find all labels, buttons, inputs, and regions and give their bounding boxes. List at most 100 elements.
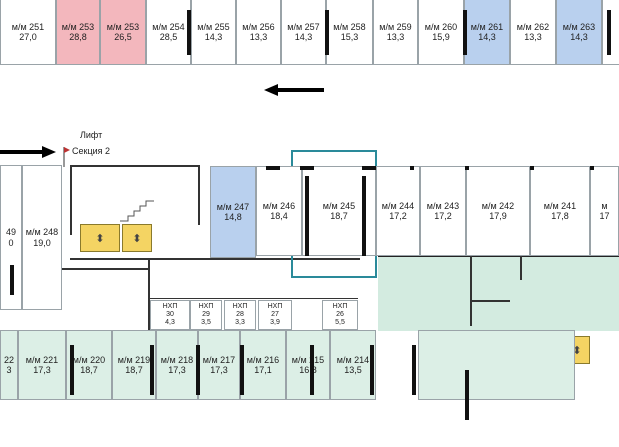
space-area: 14,3	[478, 32, 496, 42]
column	[196, 345, 200, 395]
space-label: м/м 245	[322, 200, 356, 211]
space-area: 27,0	[19, 32, 37, 42]
column	[463, 10, 467, 55]
space-label: м/м 246	[262, 200, 296, 211]
space-label: м/м 214	[336, 354, 370, 365]
space-area: 17,8	[551, 211, 569, 221]
space-area: 15,3	[340, 32, 359, 42]
space-label: 22	[3, 354, 14, 365]
space-area: 28,5	[159, 32, 178, 42]
storage-label: НХП	[267, 302, 283, 310]
space-label: м/м 261	[470, 21, 504, 32]
storage-number: 29	[202, 310, 210, 318]
storage-number: 28	[236, 310, 244, 318]
space-area: 3	[6, 365, 12, 375]
column	[362, 176, 366, 256]
column	[300, 166, 314, 170]
column	[465, 166, 469, 170]
column	[266, 166, 280, 170]
core-wall	[198, 165, 200, 225]
space-area: 14,3	[570, 32, 588, 42]
space-area: 18,7	[80, 365, 98, 375]
parking-space-bottom[interactable]	[418, 330, 575, 400]
space-area: 26,5	[114, 32, 132, 42]
storage-number: 30	[166, 310, 174, 318]
direction-arrow-left	[264, 83, 324, 96]
space-area: 14,3	[294, 32, 313, 42]
storage-label: НХП	[232, 302, 248, 310]
lift-cabin: ⬍	[80, 224, 120, 252]
space-area: 13,3	[249, 32, 268, 42]
space-label: м/м 256	[242, 21, 275, 32]
space-area: 28,8	[69, 32, 87, 42]
space-label: м/м 258	[333, 21, 366, 32]
column	[412, 345, 416, 395]
column	[607, 10, 611, 55]
space-area: 18,7	[125, 365, 143, 375]
column	[10, 265, 14, 295]
column	[305, 176, 309, 256]
column	[187, 10, 191, 55]
core-wall	[70, 165, 200, 167]
storage-label: НХП	[198, 302, 214, 310]
direction-arrow-right	[0, 145, 56, 158]
space-area: 17	[599, 211, 610, 221]
storage-label: НХП	[332, 302, 348, 310]
space-label: м/м 251	[11, 21, 45, 32]
space-area: 19,0	[33, 237, 51, 248]
space-area: 17,1	[254, 365, 272, 375]
space-area: 14,8	[224, 212, 242, 222]
column	[530, 166, 534, 170]
green-zone-wall	[470, 256, 472, 326]
storage-label: НХП	[162, 302, 178, 310]
section-label: Секция 2	[72, 146, 111, 156]
space-area: 18,4	[270, 211, 288, 221]
space-label: м/м 247	[216, 201, 250, 212]
space-label: м/м 244	[381, 200, 415, 211]
core-wall	[70, 258, 360, 260]
storage-number: 27	[271, 310, 279, 318]
space-area: 17,3	[210, 365, 228, 375]
space-label: м/м 219	[117, 354, 151, 365]
column	[150, 345, 154, 395]
space-label: м/м 257	[287, 21, 320, 32]
column	[370, 345, 374, 395]
storage-area: 4,3	[165, 319, 175, 327]
space-label: м/м 242	[481, 200, 515, 211]
